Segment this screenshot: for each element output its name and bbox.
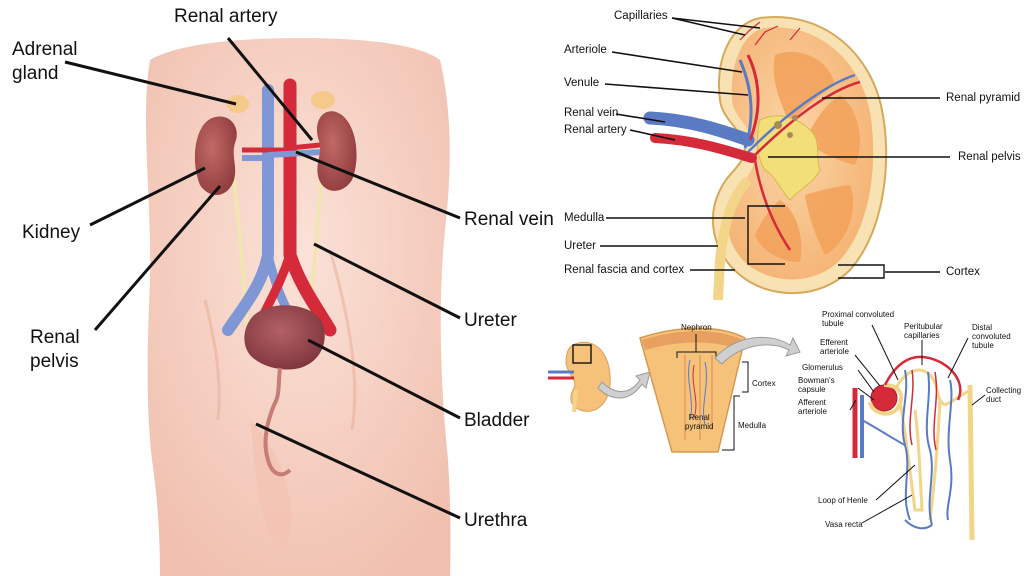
label-nephron: Nephron [681,323,712,332]
label-vasa-recta: Vasa recta [825,520,863,529]
label-glomerulus: Glomerulus [802,363,843,372]
label-renal-artery-kidney: Renal artery [564,124,627,136]
label-kidney: Kidney [22,222,81,243]
label-renal-artery: Renal artery [174,6,278,27]
label-afferent-arteriole: Afferent arteriole [798,398,827,416]
label-renal-fascia-cortex: Renal fascia and cortex [564,264,685,276]
label-efferent-arteriole: Efferent arteriole [820,338,849,356]
label-renal-vein-kidney: Renal vein [564,107,619,119]
label-renal-pelvis-kidney: Renal pelvis [958,151,1021,163]
label-loop-of-henle: Loop of Henle [818,496,868,505]
label-bladder: Bladder [464,410,530,431]
label-cortex-kidney: Cortex [946,266,980,278]
arrow-to-nephron [714,336,801,365]
label-ureter: Ureter [464,310,517,331]
label-distal-tubule: Distal convoluted tubule [972,323,1011,350]
label-renal-vein: Renal vein [464,209,554,230]
label-renal-pyramid-section: Renal pyramid [685,413,714,431]
left-adrenal-gland [227,95,249,113]
label-collecting-duct: Collecting duct [986,386,1022,404]
label-arteriole: Arteriole [564,44,607,56]
mini-kidney-selection [572,344,592,364]
label-urethra: Urethra [464,510,528,531]
label-renal-pelvis: Renal pelvis [30,327,80,372]
urethra [263,367,292,477]
right-adrenal-gland [311,91,335,109]
bladder [244,305,325,370]
label-capillaries: Capillaries [614,10,668,22]
label-peritubular-capillaries: Peritubular capillaries [904,322,943,340]
glomerulus [870,384,898,412]
label-venule: Venule [564,77,600,89]
nephron-diagram [852,355,975,541]
label-renal-pyramid: Renal pyramid [946,92,1021,104]
label-adrenal-gland: Adrenal gland [12,39,78,84]
label-ureter-kidney: Ureter [564,240,596,252]
left-kidney [194,116,237,196]
arrow-to-section [597,371,651,399]
label-cortex-section: Cortex [752,379,776,388]
label-medulla-section: Medulla [738,421,767,430]
label-bowmans-capsule: Bowman's capsule [798,376,835,394]
label-proximal-tubule: Proximal convoluted tubule [822,310,895,328]
label-medulla: Medulla [564,212,605,224]
